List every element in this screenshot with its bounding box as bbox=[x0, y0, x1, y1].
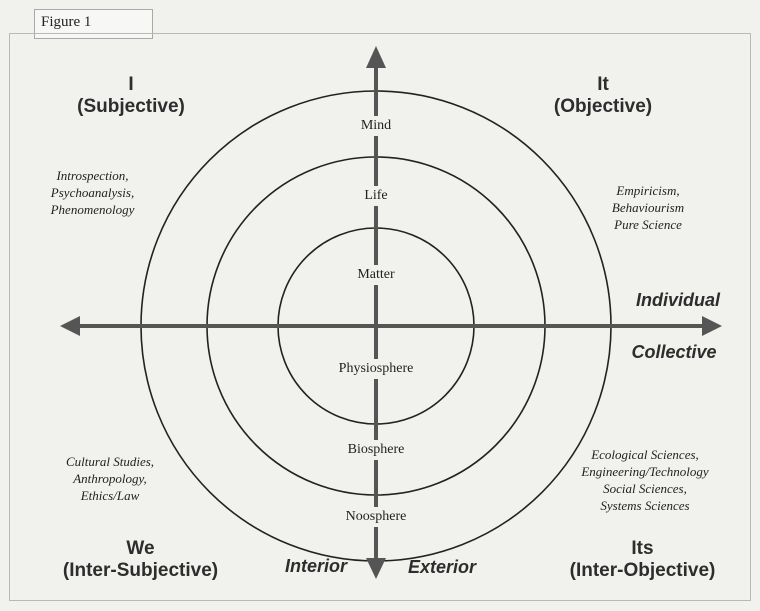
disciplines-upper-left: Introspection, Psychoanalysis, Phenomeno… bbox=[30, 167, 155, 218]
axis-label-individual: Individual bbox=[635, 290, 720, 310]
discipline-item: Ethics/Law bbox=[80, 488, 140, 503]
disciplines-upper-right: Empiricism, Behaviourism Pure Science bbox=[588, 182, 708, 233]
discipline-item: Anthropology, bbox=[73, 471, 147, 486]
down-arrowhead-icon bbox=[366, 558, 386, 579]
quadrant-upper-left: I (Subjective) bbox=[56, 74, 206, 118]
quadrant-lower-right: Its (Inter-Objective) bbox=[545, 538, 740, 582]
quadrant-title: I bbox=[128, 74, 134, 95]
discipline-item: Introspection, bbox=[56, 168, 129, 183]
discipline-item: Empiricism, bbox=[616, 183, 680, 198]
discipline-item: Ecological Sciences, bbox=[591, 447, 699, 462]
figure-frame bbox=[9, 33, 751, 601]
disciplines-lower-right: Ecological Sciences, Engineering/Technol… bbox=[560, 446, 730, 514]
discipline-item: Phenomenology bbox=[50, 202, 135, 217]
axis-label-exterior: Exterior bbox=[407, 557, 477, 577]
axis-label-interior: Interior bbox=[284, 556, 347, 576]
ring-label-life: Life bbox=[340, 186, 412, 206]
discipline-item: Pure Science bbox=[614, 217, 682, 232]
up-arrowhead-icon bbox=[366, 46, 386, 68]
discipline-item: Behaviourism bbox=[611, 200, 685, 215]
discipline-item: Systems Sciences bbox=[600, 498, 690, 513]
discipline-item: Engineering/Technology bbox=[581, 464, 709, 479]
figure-label: Figure 1 bbox=[34, 9, 153, 39]
quadrant-subtitle: (Objective) bbox=[553, 96, 653, 117]
discipline-item: Cultural Studies, bbox=[65, 454, 155, 469]
axis-label-collective: Collective bbox=[631, 342, 717, 362]
quadrant-lower-left: We (Inter-Subjective) bbox=[38, 538, 243, 582]
right-arrowhead-icon bbox=[702, 316, 722, 336]
quadrant-subtitle: (Subjective) bbox=[77, 96, 185, 117]
discipline-item: Psychoanalysis, bbox=[50, 185, 135, 200]
ring-label-mind: Mind bbox=[340, 116, 412, 136]
quadrant-subtitle: (Inter-Subjective) bbox=[62, 560, 219, 581]
quadrant-title: Its bbox=[631, 538, 654, 559]
ring-label-matter: Matter bbox=[336, 265, 416, 285]
quadrant-title: It bbox=[597, 74, 609, 95]
left-arrowhead-icon bbox=[60, 316, 80, 336]
quadrant-title: We bbox=[126, 538, 155, 559]
ring-label-biosphere: Biosphere bbox=[330, 440, 422, 460]
ring-label-noosphere: Noosphere bbox=[329, 507, 423, 527]
discipline-item: Social Sciences, bbox=[603, 481, 687, 496]
quadrant-subtitle: (Inter-Objective) bbox=[569, 560, 716, 581]
ring-label-physiosphere: Physiosphere bbox=[316, 359, 436, 379]
disciplines-lower-left: Cultural Studies, Anthropology, Ethics/L… bbox=[45, 453, 175, 504]
quadrant-upper-right: It (Objective) bbox=[528, 74, 678, 118]
